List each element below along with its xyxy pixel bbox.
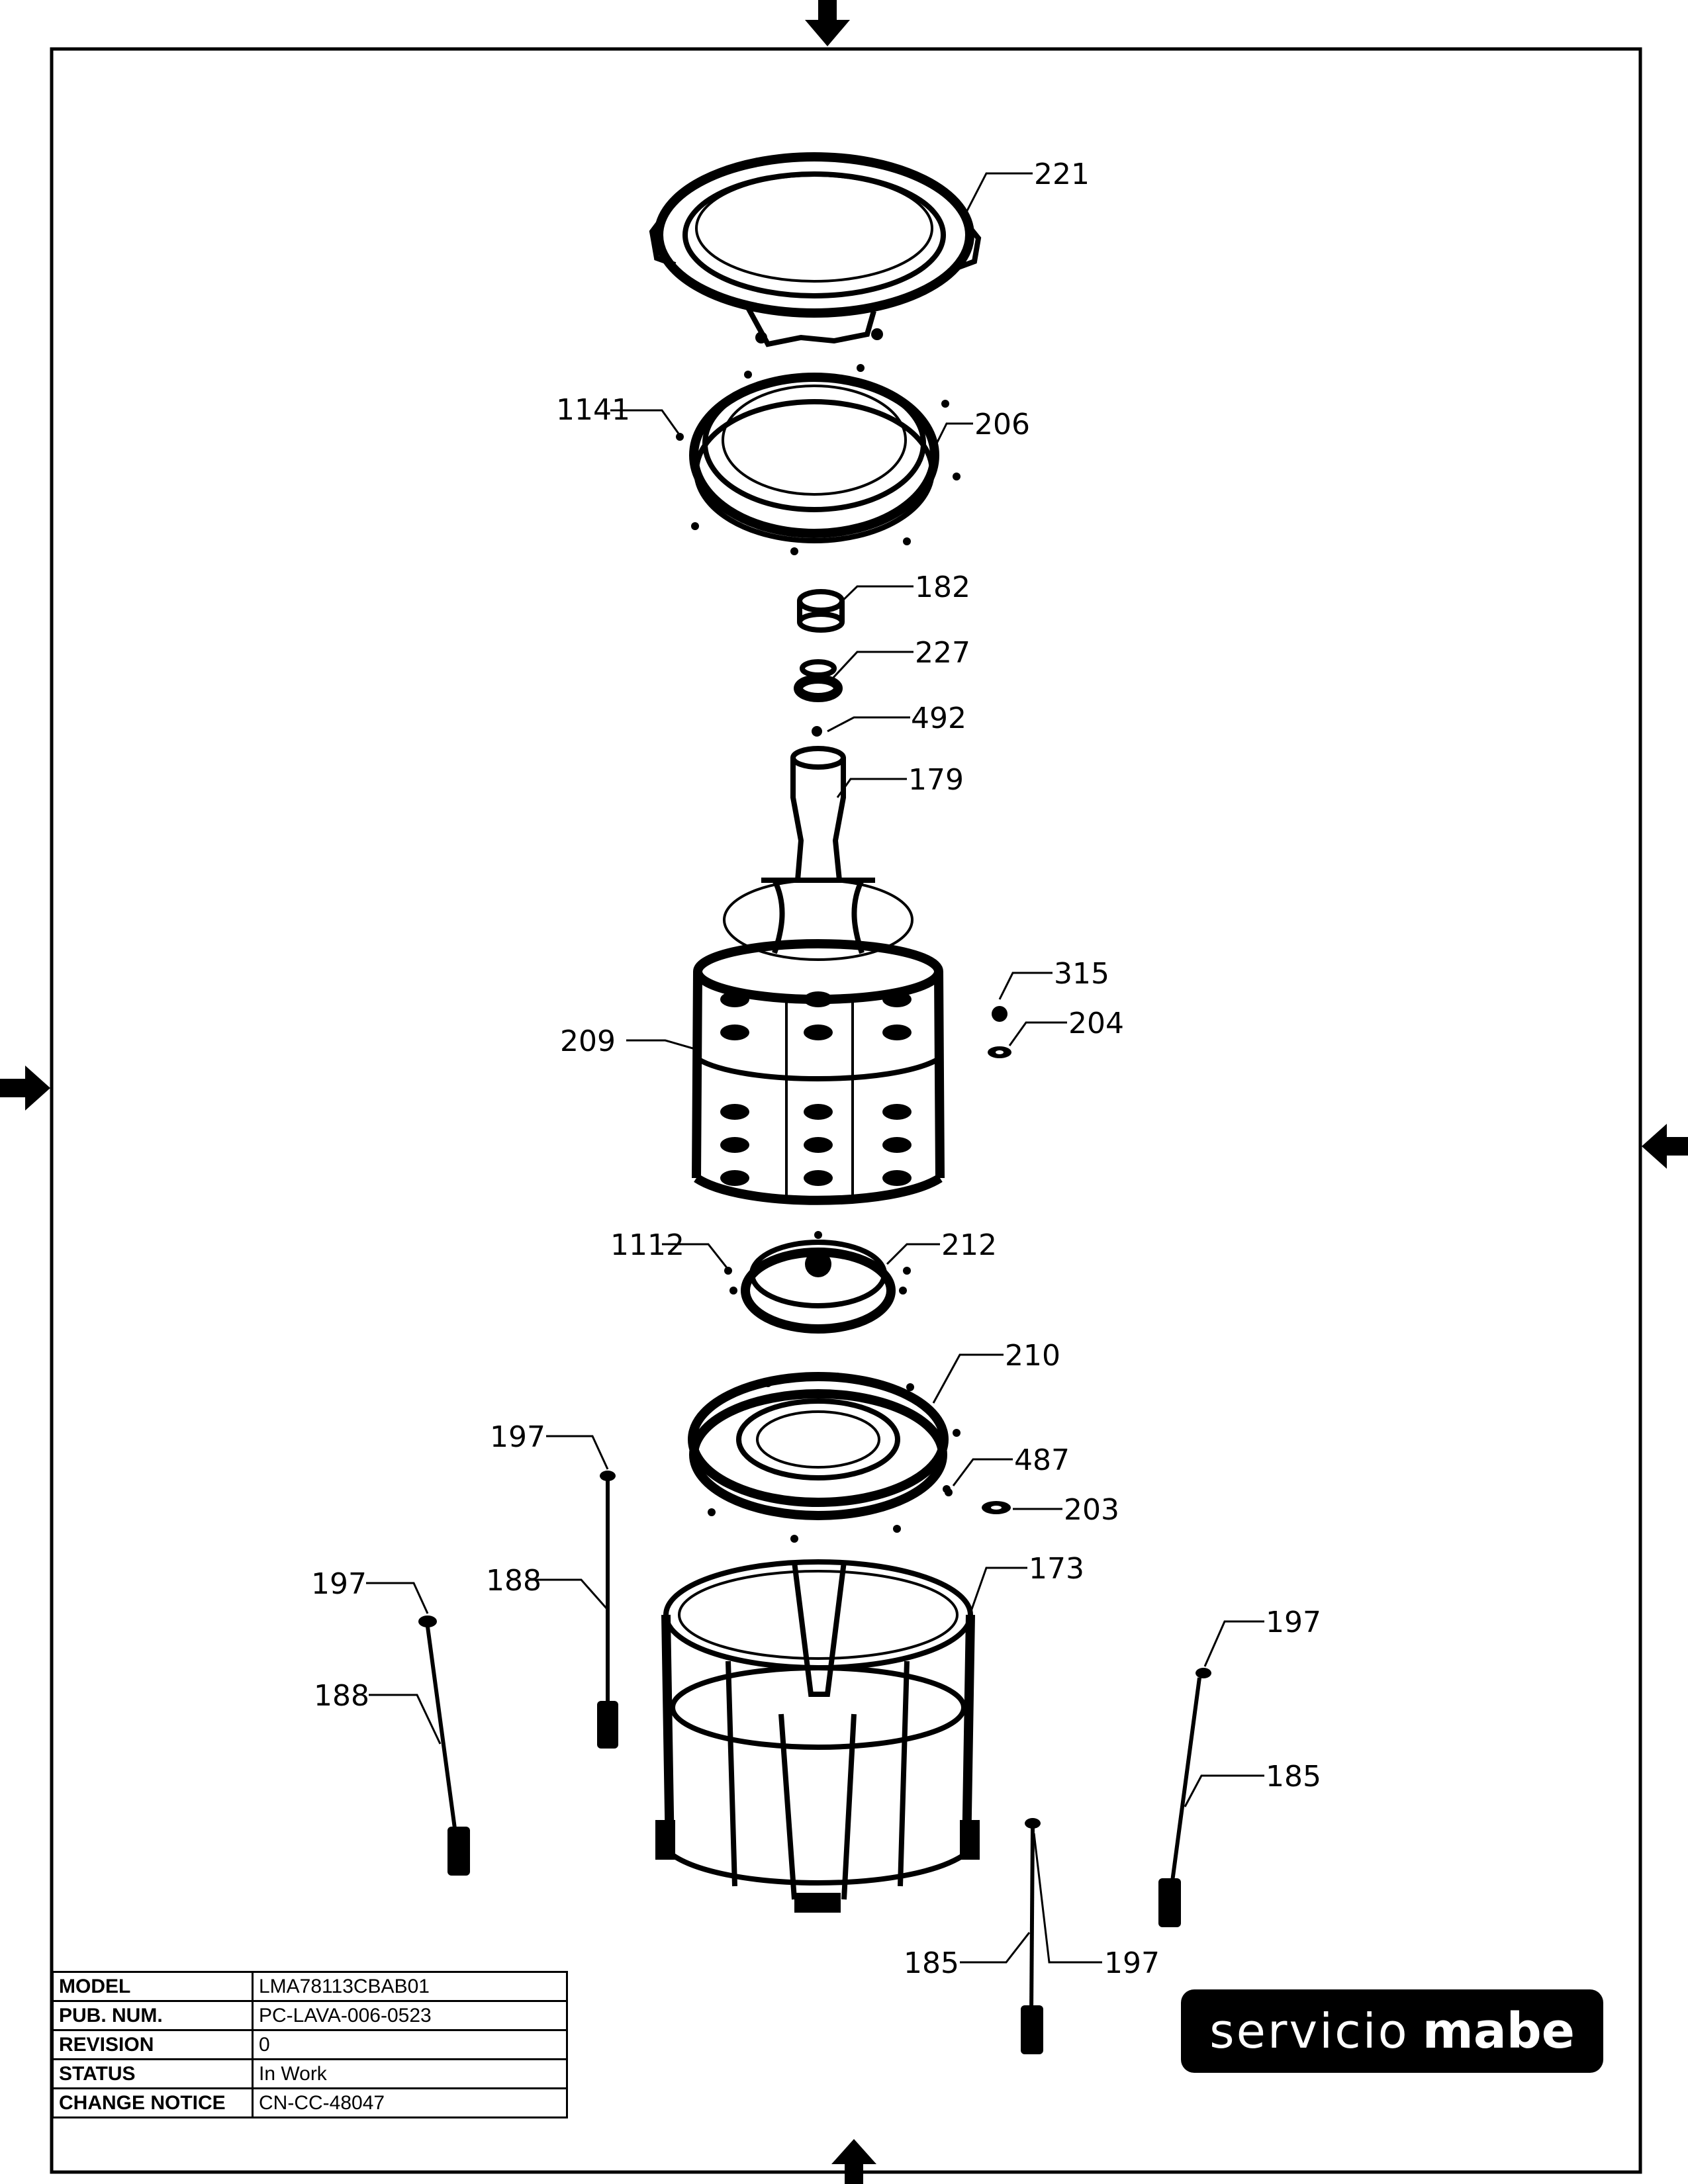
callout-185-b: 185	[904, 1946, 959, 1980]
part-204-washer	[988, 1046, 1011, 1058]
title-block-row: PUB. NUM. PC-LAVA-006-0523	[52, 2000, 568, 2031]
pub-num-value: PC-LAVA-006-0523	[252, 2000, 568, 2031]
change-notice-value: CN-CC-48047	[252, 2087, 568, 2118]
arrow-top-icon	[805, 0, 850, 46]
callout-209: 209	[560, 1024, 616, 1058]
part-206-balance-ring	[676, 364, 961, 555]
part-227-seal	[794, 659, 843, 702]
part-185-suspension-rod-a	[1158, 1668, 1211, 1927]
model-value: LMA78113CBAB01	[252, 1971, 568, 2002]
model-key: MODEL	[52, 1971, 254, 2002]
callout-315: 315	[1054, 957, 1109, 991]
part-209-wash-basket	[692, 939, 945, 1205]
revision-value: 0	[252, 2029, 568, 2060]
callout-182: 182	[915, 570, 970, 604]
part-179-basket-hub	[723, 746, 914, 961]
servicio-mabe-logo: servicio mabe	[1181, 1989, 1603, 2073]
callout-212: 212	[941, 1228, 997, 1262]
logo-text-mabe: mabe	[1422, 2003, 1575, 2060]
callout-173: 173	[1029, 1552, 1084, 1586]
title-block-row: REVISION 0	[52, 2029, 568, 2060]
part-185-suspension-rod-b	[1021, 1818, 1043, 2054]
callout-206: 206	[974, 408, 1030, 441]
logo-text-servicio: servicio	[1209, 2003, 1409, 2059]
callout-197-d: 197	[1104, 1946, 1160, 1980]
callout-487: 487	[1014, 1443, 1070, 1477]
pub-num-key: PUB. NUM.	[52, 2000, 254, 2031]
callout-210: 210	[1005, 1339, 1060, 1373]
part-492-nut	[812, 726, 822, 737]
callout-197-c: 197	[1266, 1606, 1321, 1639]
part-315-nut	[992, 1006, 1008, 1022]
part-173-outer-tub	[655, 1559, 980, 1913]
title-block-row: CHANGE NOTICE CN-CC-48047	[52, 2087, 568, 2118]
callout-188-a: 188	[486, 1564, 541, 1598]
callout-204: 204	[1068, 1007, 1124, 1040]
arrow-left-icon	[0, 1066, 50, 1111]
callout-197-b: 197	[311, 1567, 367, 1601]
title-block: MODEL LMA78113CBAB01 PUB. NUM. PC-LAVA-0…	[52, 1971, 568, 2118]
part-188-suspension-rod-b	[418, 1615, 470, 1876]
part-221-tub-cover	[649, 152, 982, 347]
part-203-washer	[982, 1501, 1011, 1514]
status-key: STATUS	[52, 2058, 254, 2089]
part-188-suspension-rod-a	[597, 1471, 618, 1749]
part-487-screw	[943, 1485, 951, 1493]
callout-221: 221	[1034, 158, 1090, 191]
part-182-bushing	[797, 589, 845, 633]
callout-1141: 1141	[556, 393, 630, 427]
callout-1112: 1112	[610, 1228, 684, 1262]
callout-492: 492	[911, 702, 966, 735]
callout-leader-lines	[366, 172, 1264, 1964]
callout-179: 179	[908, 763, 964, 797]
callout-188-b: 188	[314, 1679, 369, 1713]
part-212-flange	[724, 1231, 911, 1334]
part-210-tub-ring	[688, 1372, 961, 1543]
title-block-row: STATUS In Work	[52, 2058, 568, 2089]
callout-185-a: 185	[1266, 1760, 1321, 1794]
callout-labels: 221 1141 206 182 227 492 179 315 204 209…	[311, 158, 1321, 1980]
change-notice-key: CHANGE NOTICE	[52, 2087, 254, 2118]
status-value: In Work	[252, 2058, 568, 2089]
revision-key: REVISION	[52, 2029, 254, 2060]
callout-227: 227	[915, 636, 970, 670]
arrow-right-icon	[1642, 1124, 1688, 1169]
callout-197-a: 197	[490, 1420, 545, 1454]
callout-203: 203	[1064, 1493, 1119, 1527]
title-block-row: MODEL LMA78113CBAB01	[52, 1971, 568, 2002]
arrow-bottom-icon	[831, 2139, 876, 2184]
